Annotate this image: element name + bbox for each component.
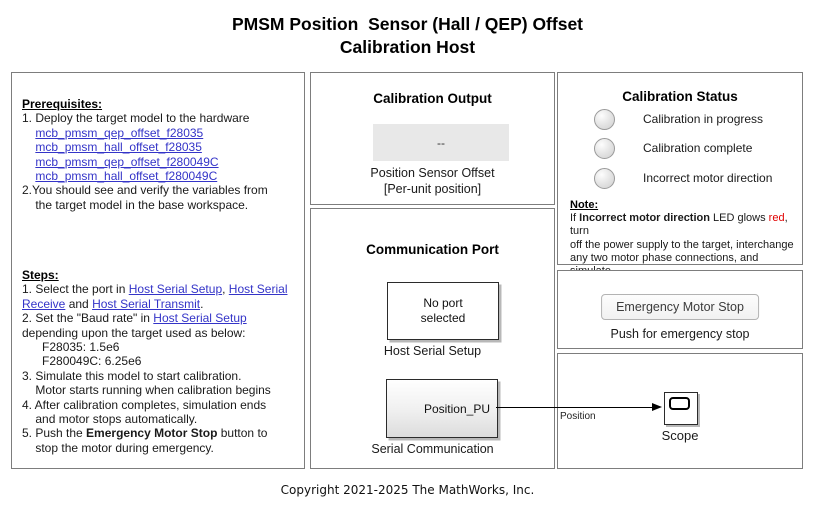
text-segment: 2.You should see and verify the variable… [22, 183, 268, 198]
text-segment: Motor starts running when calibration be… [22, 383, 271, 398]
led-row-complete: Calibration complete [594, 137, 753, 159]
serial-communication-label: Serial Communication [371, 442, 494, 456]
text-segment [22, 169, 35, 183]
text-segment: and [65, 296, 93, 311]
text-segment: depending upon the target used as below: [22, 325, 246, 340]
text-segment: the target model in the base workspace. [22, 197, 249, 212]
inline-link[interactable]: mcb_pmsm_qep_offset_f28035 [35, 125, 204, 140]
model-title-line2: Calibration Host [339, 37, 476, 57]
text-segment: 4. After calibration completes, simulati… [22, 397, 267, 412]
communication-port-title: Communication Port [366, 242, 499, 257]
text-segment: If [570, 212, 580, 225]
text-segment: 1. Deploy the target model to the hardwa… [22, 111, 250, 126]
text-segment [22, 126, 35, 140]
serial-communication-block[interactable]: Position_PU [386, 379, 498, 438]
copyright-text: Copyright 2021-2025 The MathWorks, Inc. [280, 483, 535, 497]
steps-text: Steps:1. Select the port in Host Serial … [22, 268, 298, 455]
inline-link[interactable]: mcb_pmsm_hall_offset_f280049C [35, 169, 218, 184]
calibration-complete-led-icon [594, 137, 615, 159]
text-segment: Steps: [22, 268, 59, 282]
inline-link[interactable]: mcb_pmsm_hall_offset_f28035 [35, 140, 202, 155]
calibration-status-title: Calibration Status [622, 89, 738, 104]
calibration-in-progress-led-icon [594, 108, 615, 130]
incorrect-motor-direction-label: Incorrect motor direction [643, 171, 773, 185]
signal-arrow-icon [652, 403, 662, 411]
text-segment: off the power supply to the target, inte… [570, 238, 794, 251]
text-segment: stop the motor during emergency. [22, 440, 214, 455]
text-segment: any two motor phase connections, and sim… [570, 251, 759, 277]
instructions-panel: Prerequisites:1. Deploy the target model… [11, 72, 305, 469]
model-title: PMSM Position Sensor (Hall / QEP) Offset… [0, 13, 815, 59]
text-segment: red [768, 212, 785, 225]
calibration-output-title: Calibration Output [373, 91, 492, 106]
position-signal-line [496, 407, 653, 408]
offset-display-caption-line2: [Per-unit position] [383, 182, 482, 196]
text-segment: 1. Select the port in [22, 282, 129, 297]
led-row-incorrect-direction: Incorrect motor direction [594, 167, 773, 189]
text-segment: 5. Push the [22, 426, 87, 441]
calibration-status-panel: Calibration Status Calibration in progre… [557, 72, 803, 290]
text-segment [22, 140, 35, 154]
incorrect-motor-direction-led-icon [594, 167, 615, 189]
led-row-in-progress: Calibration in progress [594, 108, 764, 130]
inline-link[interactable]: Host Serial [228, 282, 288, 297]
text-segment: , [222, 282, 229, 297]
text-segment: F280049C: 6.25e6 [22, 354, 142, 369]
inline-link[interactable]: Host Serial Transmit [92, 296, 201, 311]
text-segment: Prerequisites: [22, 97, 103, 111]
offset-display-caption-line1: Position Sensor Offset [370, 166, 495, 180]
text-segment: and motor stops automatically. [22, 412, 198, 427]
inline-link[interactable]: Host Serial Setup [128, 282, 223, 297]
host-serial-setup-label: Host Serial Setup [383, 344, 482, 358]
serial-communication-port-label: Position_PU [423, 401, 490, 416]
inline-link[interactable]: Host Serial Setup [153, 311, 247, 326]
scope-label: Scope [661, 428, 699, 443]
calibration-output-panel: Calibration Output -- Position Sensor Of… [310, 72, 555, 205]
emergency-stop-panel: Emergency Motor Stop Push for emergency … [557, 270, 803, 349]
offset-display-block[interactable]: -- [373, 124, 509, 161]
text-segment: F28035: 1.5e6 [22, 340, 120, 355]
communication-port-panel: Communication Port No port selected Host… [310, 208, 555, 469]
emergency-stop-caption: Push for emergency stop [610, 327, 750, 341]
text-segment: , turn [570, 212, 791, 238]
inline-link[interactable]: mcb_pmsm_qep_offset_f280049C [35, 154, 219, 169]
inline-link[interactable]: Receive [22, 296, 66, 311]
emergency-motor-stop-button[interactable]: Emergency Motor Stop [601, 294, 759, 320]
model-title-line1: PMSM Position Sensor (Hall / QEP) Offset [231, 14, 584, 34]
scope-block[interactable] [664, 392, 698, 425]
scope-panel: Scope [557, 353, 803, 469]
scope-screen-icon [669, 397, 690, 410]
host-serial-setup-block[interactable]: No port selected [387, 282, 499, 340]
text-segment: Note: [570, 199, 599, 211]
text-segment: Incorrect motor direction [579, 212, 710, 225]
text-segment: Emergency Motor Stop [86, 426, 218, 441]
calibration-in-progress-label: Calibration in progress [643, 112, 764, 126]
calibration-complete-label: Calibration complete [643, 141, 753, 155]
text-segment: button to [217, 426, 268, 441]
text-segment [22, 155, 35, 169]
text-segment: 2. Set the "Baud rate" in [22, 311, 154, 326]
text-segment: LED glows [709, 212, 769, 225]
text-segment: 3. Simulate this model to start calibrat… [22, 368, 242, 383]
host-serial-setup-block-text: No port selected [420, 296, 466, 325]
prerequisites-text: Prerequisites:1. Deploy the target model… [22, 97, 298, 212]
text-segment: . [200, 296, 204, 311]
position-signal-label: Position [560, 411, 596, 422]
